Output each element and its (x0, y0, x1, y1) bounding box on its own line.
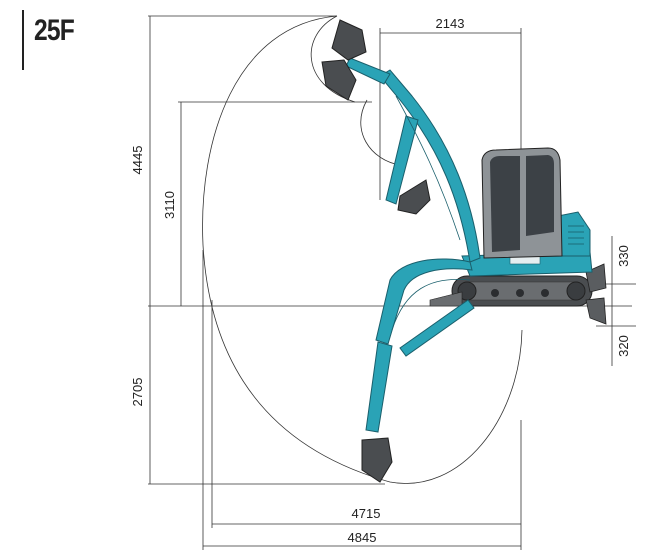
hood-grille (568, 225, 584, 245)
dim-max-reach-label: 4845 (348, 530, 377, 545)
boom-lowered (375, 258, 473, 345)
bucket-dump (397, 179, 431, 215)
dim-blade-lift-label: 330 (616, 245, 631, 267)
working-range-envelope (202, 15, 523, 484)
track-assembly (451, 275, 593, 307)
excavator (321, 19, 607, 483)
dim-blade-drop-label: 320 (616, 335, 631, 357)
bucket-mid-high (321, 59, 357, 101)
arm-lowered (365, 341, 393, 433)
cab-side-window (526, 155, 554, 236)
dim-swing-offset-label: 2143 (436, 16, 465, 31)
dim-max-reach: 4845 (202, 250, 522, 550)
inner-arc-mid (360, 99, 401, 166)
model-label: 25F (34, 14, 75, 47)
hydraulic-lines (391, 95, 471, 331)
dim-max-dumping-height: 3110 (162, 101, 372, 306)
dim-reach-ground-label: 4715 (352, 506, 381, 521)
dim-max-digging-height: 4445 (130, 15, 337, 306)
boom-raised (379, 69, 481, 263)
dim-max-dumping-height-label: 3110 (162, 191, 177, 219)
cab-window (490, 156, 520, 252)
arm-dump (385, 115, 419, 205)
inner-arc-top (310, 15, 356, 103)
dim-blade-lift: 330 (596, 236, 636, 306)
dim-max-digging-height-label: 4445 (130, 146, 145, 175)
dim-max-digging-depth: 2705 (130, 306, 385, 485)
dim-max-digging-depth-label: 2705 (130, 378, 145, 407)
title-divider (22, 10, 24, 70)
dozer-blade (585, 263, 607, 325)
dim-swing-offset: 2143 (379, 16, 522, 200)
dim-reach-ground: 4715 (211, 300, 522, 528)
boom-cylinder (399, 299, 475, 357)
dim-blade-drop: 320 (596, 306, 636, 366)
swing-base (429, 291, 463, 307)
bucket-bottom (361, 437, 393, 483)
bucket-top (331, 19, 367, 61)
